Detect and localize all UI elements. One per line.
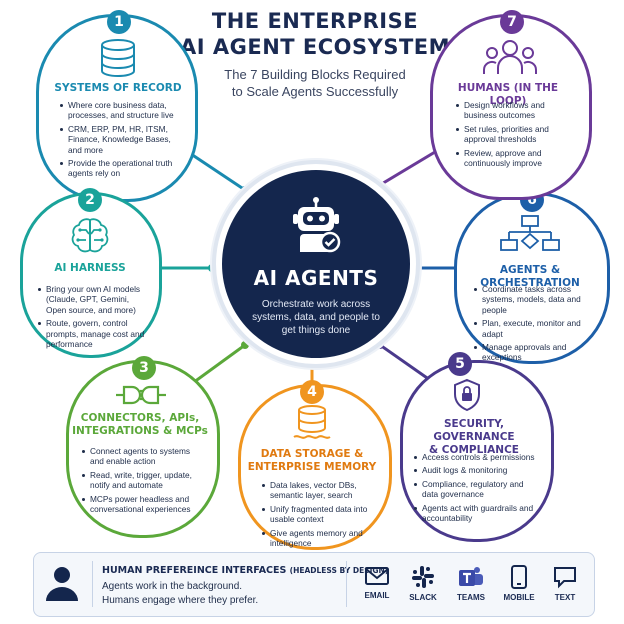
block-agents-orchestration — [454, 192, 610, 364]
block-bullets: Connect agents to systems and enable act… — [82, 446, 206, 517]
bullet: Design workflows and business outcomes — [456, 100, 572, 121]
block-title-line-2: & COMPLIANCE — [429, 444, 519, 456]
block-title: DATA STORAGE & ENTERPRISE MEMORY — [244, 448, 380, 474]
user-avatar-icon — [46, 567, 78, 601]
slack-icon — [412, 566, 434, 588]
bullet: Where core business data, processes, and… — [60, 100, 180, 121]
bullet: Connect agents to systems and enable act… — [82, 446, 206, 467]
block-data-storage — [238, 384, 392, 550]
title-line-2: AI AGENT ECOSYSTEM — [180, 35, 451, 59]
block-bullets: Bring your own AI models (Claude, GPT, G… — [38, 284, 148, 352]
bullet: Route, govern, control prompts, manage c… — [38, 318, 148, 349]
database-icon — [101, 39, 135, 77]
subtitle-line-2: to Scale Agents Successfully — [231, 84, 399, 99]
bullet: Bring your own AI models (Claude, GPT, G… — [38, 284, 148, 315]
bar-title-note: (HEADLESS BY DESIGN) — [289, 566, 389, 575]
channel-mobile: MOBILE — [494, 565, 544, 602]
ai-agents-hub: AI AGENTS Orchestrate work across system… — [222, 170, 410, 358]
bar-title-main: HUMAN PREFEREINCE INTERFACES — [102, 565, 287, 576]
block-number: 7 — [500, 10, 524, 34]
block-bullets: Design workflows and business outcomes S… — [456, 100, 572, 171]
block-number: 2 — [78, 188, 102, 212]
channel-text: TEXT — [540, 565, 590, 602]
bullet: Data lakes, vector DBs, semantic layer, … — [262, 480, 374, 501]
divider — [92, 561, 93, 607]
block-title: AI HARNESS — [54, 262, 126, 274]
workflow-icon — [500, 215, 560, 251]
human-preference-interfaces-bar: HUMAN PREFEREINCE INTERFACES (HEADLESS B… — [33, 552, 595, 617]
bullet: Give agents memory and intelligence — [262, 528, 374, 549]
channel-label: EMAIL — [364, 591, 390, 600]
bullet: Plan, execute, monitor and adapt — [474, 318, 592, 339]
block-security — [400, 360, 554, 542]
bullet: Access controls & permissions — [414, 452, 538, 462]
email-icon — [365, 567, 389, 585]
bullet: Review, approve and continuously improve — [456, 148, 572, 169]
block-title-line-2: ENTERPRISE MEMORY — [247, 461, 377, 473]
center-description: Orchestrate work across systems, data, a… — [252, 299, 380, 336]
block-number: 5 — [448, 352, 472, 376]
robot-icon — [293, 197, 341, 253]
chat-bubble-icon — [554, 567, 576, 589]
bullet: Read, write, trigger, update, notify and… — [82, 470, 206, 491]
block-bullets: Where core business data, processes, and… — [60, 100, 180, 182]
block-number: 3 — [132, 356, 156, 380]
bar-line-1: Agents work in the background. — [102, 581, 243, 592]
page-subtitle: The 7 Building Blocks Required to Scale … — [190, 66, 440, 100]
divider — [346, 561, 347, 607]
channel-label: TEXT — [554, 593, 576, 602]
block-ai-harness — [20, 192, 162, 358]
bar-title: HUMAN PREFEREINCE INTERFACES (HEADLESS B… — [102, 565, 388, 576]
block-title-line-1: CONNECTORS, APIs, — [80, 412, 200, 424]
block-title: SECURITY, GOVERNANCE & COMPLIANCE — [406, 418, 542, 457]
block-title: CONNECTORS, APIs, INTEGRATIONS & MCPs — [72, 412, 208, 438]
bullet: Audit logs & monitoring — [414, 465, 538, 475]
block-title-line-1: SECURITY, GOVERNANCE — [433, 418, 515, 443]
block-humans — [430, 14, 592, 200]
bullet: Unify fragmented data into usable contex… — [262, 504, 374, 525]
block-number: 4 — [300, 380, 324, 404]
shield-lock-icon — [454, 378, 480, 412]
channel-teams: TEAMS — [446, 565, 496, 602]
people-icon — [482, 40, 538, 74]
center-title: AI AGENTS — [253, 266, 379, 290]
bullet: CRM, ERP, PM, HR, ITSM, Finance, Knowled… — [60, 124, 180, 155]
bullet: Agents act with guardrails and accountab… — [414, 503, 538, 524]
block-bullets: Access controls & permissions Audit logs… — [414, 452, 538, 526]
block-bullets: Coordinate tasks across systems, models,… — [474, 284, 592, 366]
teams-icon — [459, 567, 483, 586]
mobile-icon — [511, 565, 527, 589]
bullet: Set rules, priorities and approval thres… — [456, 124, 572, 145]
bar-line-2: Humans engage where they prefer. — [102, 595, 259, 606]
channel-label: MOBILE — [503, 593, 535, 602]
subtitle-line-1: The 7 Building Blocks Required — [224, 67, 406, 82]
bullet: Provide the operational truth agents rel… — [60, 158, 180, 179]
brain-icon — [71, 218, 109, 253]
block-title: SYSTEMS OF RECORD — [54, 82, 182, 94]
block-title-line-2: INTEGRATIONS & MCPs — [72, 425, 208, 437]
channel-label: SLACK — [409, 593, 437, 602]
bullet: MCPs power headless and conversational e… — [82, 494, 206, 515]
channel-label: TEAMS — [457, 593, 485, 602]
block-bullets: Data lakes, vector DBs, semantic layer, … — [262, 480, 374, 551]
channel-email: EMAIL — [352, 565, 402, 600]
data-storage-icon — [293, 405, 331, 439]
block-title-line-1: DATA STORAGE & — [260, 448, 364, 460]
plug-icon — [116, 385, 166, 405]
bullet: Manage approvals and exceptions — [474, 342, 592, 363]
bullet: Compliance, regulatory and data governan… — [414, 479, 538, 500]
block-number: 1 — [107, 10, 131, 34]
block-title: AGENTS & ORCHESTRATION — [480, 264, 580, 289]
page-title: THE ENTERPRISE AI AGENT ECOSYSTEM — [180, 8, 450, 60]
title-line-1: THE ENTERPRISE — [211, 9, 419, 33]
block-title: HUMANS (IN THE LOOP) — [457, 82, 559, 107]
block-systems-of-record — [36, 14, 198, 202]
bullet: Coordinate tasks across systems, models,… — [474, 284, 592, 315]
channel-slack: SLACK — [398, 565, 448, 602]
